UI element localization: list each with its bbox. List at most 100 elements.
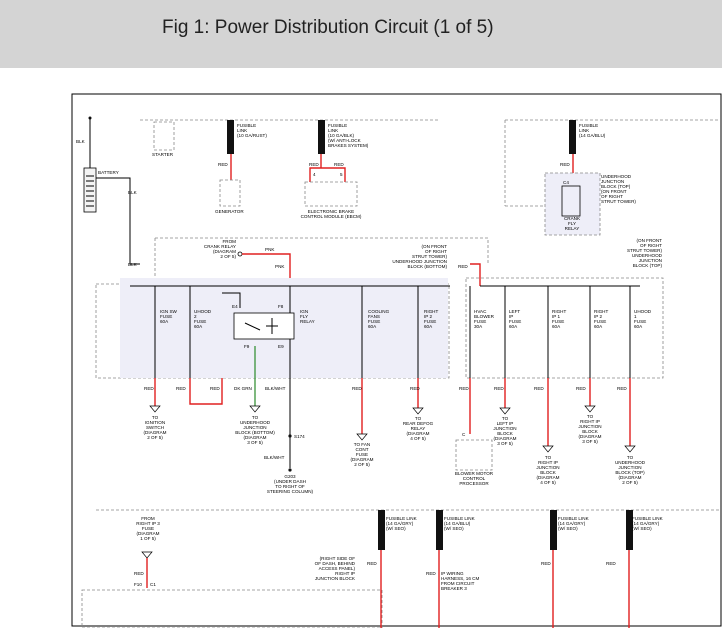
to-ignition-line: IGNITION bbox=[145, 420, 165, 425]
ipwiring-line: BREAKER 3 bbox=[441, 586, 467, 591]
pin4-label: 4 bbox=[313, 172, 316, 177]
right-fuse-1-line: FUSE bbox=[509, 319, 521, 324]
abs-fusible-link bbox=[304, 120, 358, 207]
left-fuse-labels: IGN SWFUSE60AUHOOD2FUSE60AIGNFLYRELAYCOO… bbox=[160, 309, 438, 329]
to-left-ip-line: BLOCK bbox=[497, 431, 514, 436]
battery-label: BATTERY bbox=[98, 170, 119, 175]
left-fuse-2-line: IGN bbox=[300, 309, 308, 314]
ujtop-line: BLOCK (TOP) bbox=[601, 184, 631, 189]
onfrontmid-line: OF RIGHT bbox=[425, 249, 447, 254]
fromcrank-line: FROM bbox=[222, 239, 236, 244]
left-fuse-0-line: FUSE bbox=[160, 314, 172, 319]
pnk-label-1: PNK bbox=[265, 247, 275, 252]
to-uj-bottom-line: JUNCTION bbox=[243, 425, 266, 430]
flabs-line: FUSIBLE bbox=[328, 123, 347, 128]
to-left-ip-line: LEFT IP bbox=[497, 421, 514, 426]
left-fuse-2-line: RELAY bbox=[300, 319, 315, 324]
flright-line: (14 GA/BLU) bbox=[579, 133, 606, 138]
ebcm-line: ELECTRONIC BRAKE bbox=[308, 209, 354, 214]
left-fuse-2-line: FLY bbox=[300, 314, 308, 319]
to-right-ip-3-line: JUNCTION bbox=[578, 424, 601, 429]
left-fuse-3-line: FUSE bbox=[368, 319, 380, 324]
fromrightip3-line: FROM bbox=[141, 516, 155, 521]
bottom-fl-3-line: (14 GA/GRY) bbox=[632, 521, 660, 526]
flabs-line: LINK bbox=[328, 128, 339, 133]
right-fuse-4-line: UHOOD bbox=[634, 309, 652, 314]
bottom-fl-3-line: (W/ SEO) bbox=[632, 526, 652, 531]
right-fuse-0-line: BLOWER bbox=[474, 314, 495, 319]
bottom-fl-2-line: FUSIBLE LINK bbox=[558, 516, 590, 521]
to-uj-top-line: UNDERHOOD bbox=[615, 460, 646, 465]
fromrightip3-line: (DIAGRAM bbox=[137, 531, 160, 536]
fromrightip3-line: 1 OF 5) bbox=[140, 536, 156, 541]
flright-line: LINK bbox=[579, 128, 590, 133]
bottom-fl-3-line: FUSIBLE LINK bbox=[632, 516, 664, 521]
to-uj-bottom-line: 3 OF 5) bbox=[247, 440, 263, 445]
left-fuse-4-line: IP 2 bbox=[424, 314, 433, 319]
wire-label-8: RED bbox=[494, 386, 504, 391]
left-fuse-1-line: 60A bbox=[194, 324, 203, 329]
left-fuse-0-line: IGN SW bbox=[160, 309, 178, 314]
ujtop-line: OF RIGHT bbox=[601, 194, 623, 199]
to-fan-line: CONT bbox=[355, 447, 368, 452]
to-uj-top-line: (DIAGRAM bbox=[619, 475, 642, 480]
to-fan-line: 2 OF 5) bbox=[354, 462, 370, 467]
to-right-ip-3-line: 3 OF 5) bbox=[582, 439, 598, 444]
to-right-ip-4-line: BLOCK bbox=[540, 470, 557, 475]
right-fuse-1-line: LEFT bbox=[509, 309, 520, 314]
wire-label-2: RED bbox=[210, 386, 220, 391]
output-wires bbox=[154, 346, 631, 468]
e9-label: E9 bbox=[278, 344, 284, 349]
c-label: C bbox=[462, 432, 466, 437]
ipwiring-line: FROM CIRCUIT bbox=[441, 581, 475, 586]
right-fuse-3-line: IP 2 bbox=[594, 314, 603, 319]
right-fuse-2-line: 60A bbox=[552, 324, 561, 329]
bottom-fl-2-line: (14 GA/GRY) bbox=[558, 521, 586, 526]
rightsidedash-line: ACCESS PANEL) bbox=[319, 566, 356, 571]
left-fuse-4-line: RIGHT bbox=[424, 309, 438, 314]
to-uj-top-line: TO bbox=[627, 455, 634, 460]
right-fuse-1-line: 60A bbox=[509, 324, 518, 329]
g203-line: (UNDER DASH bbox=[274, 479, 306, 484]
to-uj-top-line: BLOCK (TOP) bbox=[615, 470, 645, 475]
to-right-ip-3-line: RIGHT IP bbox=[580, 419, 600, 424]
right-fuse-3-line: 60A bbox=[594, 324, 603, 329]
abs-wire-label-1: RED bbox=[309, 162, 319, 167]
to-right-ip-3-line: (DIAGRAM bbox=[579, 434, 602, 439]
right-fuse-2-line: FUSE bbox=[552, 319, 564, 324]
flabs-line: (10 GA/BLK) bbox=[328, 133, 355, 138]
blk-label-low: BLK bbox=[128, 262, 138, 267]
right-fusible-link bbox=[544, 120, 601, 236]
rightsidedash-line: OF DASH, BEHIND bbox=[315, 561, 356, 566]
g203-line: G203 bbox=[284, 474, 296, 479]
to-rear-defog-line: TO bbox=[415, 416, 422, 421]
bottom-red-4: RED bbox=[606, 561, 616, 566]
fromcrank-line: (DIAGRAM bbox=[213, 249, 236, 254]
fromcrank-line: CRANK RELAY bbox=[204, 244, 236, 249]
flgen-line: FUSIBLE bbox=[237, 123, 256, 128]
right-feed bbox=[470, 263, 481, 286]
onfrontright-line: JUNCTION bbox=[639, 258, 662, 263]
cfr-line: RELAY bbox=[565, 226, 580, 231]
to-rear-defog-line: REAR DEFOG bbox=[403, 421, 434, 426]
pin5-label: 5 bbox=[340, 172, 343, 177]
diagram-border bbox=[71, 93, 722, 627]
left-fuse-3-line: COOLING bbox=[368, 309, 390, 314]
left-fuse-1-line: 2 bbox=[194, 314, 197, 319]
generator-fusible-link bbox=[219, 120, 241, 207]
bottom-red-1: RED bbox=[367, 561, 377, 566]
to-rear-defog-line: RELAY bbox=[411, 426, 426, 431]
wire-label-10: RED bbox=[576, 386, 586, 391]
wire-label-7: RED bbox=[459, 386, 469, 391]
to-uj-bottom-line: UNDERHOOD bbox=[240, 420, 271, 425]
onfrontright-line: UNDERHOOD bbox=[632, 253, 663, 258]
flgen-line: LINK bbox=[237, 128, 248, 133]
wiring-diagram: BLK BATTERY BLK BLK STARTER FUSIBLELINK(… bbox=[71, 93, 722, 628]
to-ignition-line: TO bbox=[152, 415, 159, 420]
cfr-line: CRANK bbox=[564, 216, 581, 221]
